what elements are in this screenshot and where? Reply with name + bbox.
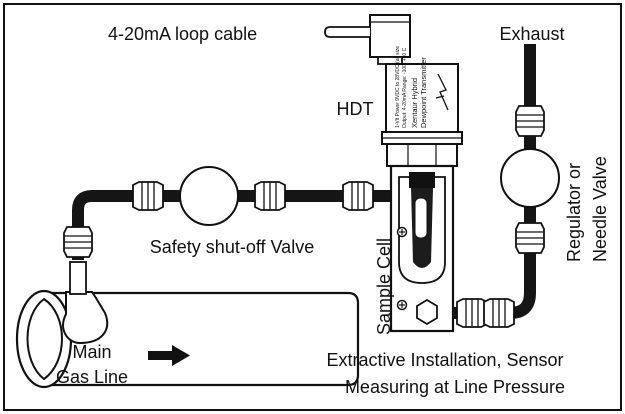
- transmitter-spec-line-2: Output: 4-20mA Range: -100..+20 C: [402, 47, 408, 128]
- sample-cell: [389, 164, 455, 333]
- cell-screw-icon: [396, 226, 408, 238]
- regulator-label-line-1: Regulator or: [564, 163, 584, 262]
- regulator-label-line-2: Needle Valve: [590, 156, 610, 262]
- diagram-frame: [3, 3, 622, 411]
- sample-cell-label: Sample Cell: [374, 238, 394, 335]
- safety-shutoff-valve: [132, 166, 286, 226]
- hdt-transmitter: 1-Vlt Power 9VDC to 28VDC (all size Outp…: [369, 14, 463, 167]
- regulator-valve: [500, 148, 560, 208]
- sample-tap-pipe: [62, 190, 392, 345]
- cell-screw-icon: [396, 299, 408, 311]
- exhaust-label: Exhaust: [499, 24, 564, 44]
- main-gas-line: Main Gas Line: [15, 289, 360, 389]
- hdt-label: HDT: [337, 99, 374, 119]
- transmitter-text-line-1: Xentaur Hybrid: [410, 78, 419, 128]
- exhaust-line: [453, 44, 560, 328]
- hex-plug-icon: [416, 298, 438, 326]
- main-gas-line-label-1: Main: [72, 342, 111, 362]
- main-gas-line-label-2: Gas Line: [56, 367, 128, 387]
- caption-line-2: Measuring at Line Pressure: [345, 377, 565, 397]
- loop-cable-label: 4-20mA loop cable: [108, 24, 257, 44]
- flow-arrow-icon: [148, 345, 190, 366]
- transmitter-text-line-2: Dewpoint Transmitter: [419, 57, 428, 128]
- transmitter-logo-icon: [435, 73, 449, 111]
- safety-valve-label: Safety shut-off Valve: [150, 237, 314, 257]
- transmitter-spec-line-1: 1-Vlt Power 9VDC to 28VDC (all size: [395, 46, 401, 128]
- caption-line-1: Extractive Installation, Sensor: [326, 350, 563, 370]
- loop-cable: [324, 26, 370, 38]
